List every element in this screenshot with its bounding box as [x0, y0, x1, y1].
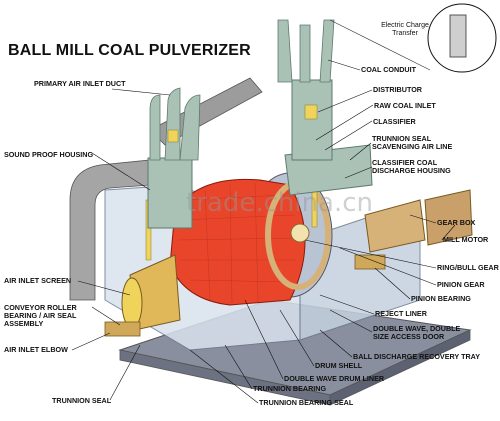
- label-air-inlet-screen: AIR INLET SCREEN: [4, 277, 71, 285]
- gear-hub: [291, 224, 309, 242]
- right-distributor: [305, 105, 317, 119]
- label-mill-motor: MILL MOTOR: [443, 236, 488, 244]
- label-raw-coal-inlet: RAW COAL INLET: [374, 102, 436, 110]
- right-coal-conduits: [278, 20, 334, 82]
- label-drum-shell: DRUM SHELL: [315, 362, 362, 370]
- label-air-inlet-elbow: AIR INLET ELBOW: [4, 346, 68, 354]
- label-primary-air-inlet-duct: PRIMARY AIR INLET DUCT: [34, 80, 126, 88]
- inlet-screen: [122, 278, 142, 328]
- label-trunnion-bearing: TRUNNION BEARING: [253, 385, 326, 393]
- label-gear-box: GEAR BOX: [437, 219, 475, 227]
- watermark: trade.china.cn: [186, 188, 373, 218]
- right-classifier: [292, 80, 332, 160]
- label-reject-liner: REJECT LINER: [375, 310, 427, 318]
- label-trunnion-seal-left: TRUNNION SEAL: [52, 397, 111, 405]
- label-pinion-gear: PINION GEAR: [437, 281, 485, 289]
- label-size-access-door: SIZE ACCESS DOOR: [373, 333, 444, 341]
- label-distributor: DISTRIBUTOR: [373, 86, 422, 94]
- label-assembly: ASSEMBLY: [4, 320, 43, 328]
- label-sound-proof-housing: SOUND PROOF HOUSING: [4, 151, 93, 159]
- label-classifier: CLASSIFIER: [373, 118, 416, 126]
- diagram-title: BALL MILL COAL PULVERIZER: [8, 42, 251, 60]
- label-discharge-housing: DISCHARGE HOUSING: [372, 167, 451, 175]
- inset-label: Electric Charge Transfer: [375, 22, 435, 38]
- label-coal-conduit: COAL CONDUIT: [361, 66, 416, 74]
- label-double-wave-drum-liner: DOUBLE WAVE DRUM LINER: [284, 375, 384, 383]
- label-pinion-bearing: PINION BEARING: [411, 295, 471, 303]
- pinion-bearing: [355, 255, 385, 269]
- label-ball-discharge-recovery-tray: BALL DISCHARGE RECOVERY TRAY: [353, 353, 480, 361]
- inlet-elbow: [105, 322, 140, 336]
- inset-cylinder: [450, 15, 466, 57]
- left-distributor: [168, 130, 178, 142]
- label-ring-bull-gear: RING/BULL GEAR: [437, 264, 499, 272]
- label-scavenging-air-line: SCAVENGING AIR LINE: [372, 143, 452, 151]
- left-coal-conduits: [150, 88, 200, 160]
- label-trunnion-bearing-seal: TRUNNION BEARING SEAL: [259, 399, 353, 407]
